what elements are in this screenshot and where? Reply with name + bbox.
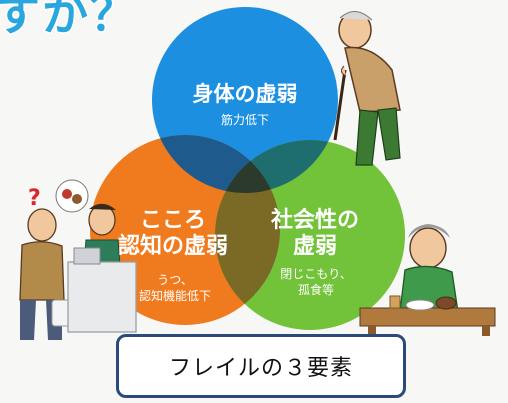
confused-shopper-and-clerk-illustration: ? bbox=[19, 179, 137, 340]
caption-box: フレイルの３要素 bbox=[116, 334, 406, 398]
svg-text:?: ? bbox=[28, 186, 41, 211]
circle-physical-title: 身体の虚弱 bbox=[192, 82, 298, 106]
circle-mental-title: こころ 認知の虚弱 bbox=[117, 208, 228, 259]
elderly-man-with-cane-illustration bbox=[333, 11, 401, 166]
circle-social-title: 社会性の 虚弱 bbox=[270, 208, 359, 259]
circle-social-subtitle: 閉じこもり、 孤食等 bbox=[280, 267, 352, 298]
overlap-center bbox=[215, 140, 280, 193]
elderly-woman-eating-alone-illustration bbox=[359, 224, 496, 336]
heading-fragment: すか？ bbox=[0, 0, 138, 43]
circle-physical-subtitle: 筋力低下 bbox=[220, 113, 269, 127]
caption-text: フレイルの３要素 bbox=[168, 356, 353, 381]
circle-mental-subtitle: うつ、 認知機能低下 bbox=[138, 273, 211, 304]
